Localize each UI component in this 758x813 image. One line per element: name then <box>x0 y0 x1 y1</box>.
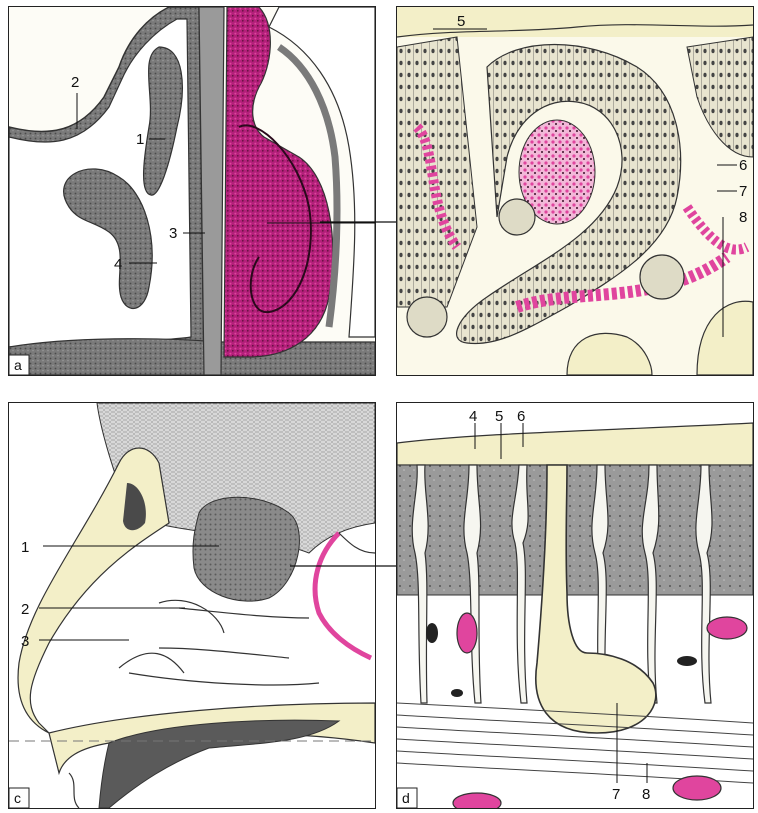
label-b-7: 7 <box>739 183 747 200</box>
olfactory-bulb <box>193 497 299 601</box>
label-d-7: 7 <box>612 786 620 803</box>
panel-c-drawing: 1 2 3 c <box>9 403 375 808</box>
stained-mucosa-posterior <box>315 533 371 658</box>
label-d-8: 8 <box>642 786 650 803</box>
label-b-8: 8 <box>739 209 747 226</box>
panel-c-sagittal-section: 1 2 3 c <box>8 402 376 809</box>
nasal-bone <box>18 448 169 733</box>
panel-letter-c: c <box>14 790 21 806</box>
label-c-1: 1 <box>21 539 29 556</box>
panel-letter-d: d <box>402 790 410 806</box>
label-d-6: 6 <box>517 408 525 425</box>
stained-cell-right <box>707 617 747 639</box>
panel-d-olfactory-epithelium: 4 5 6 7 8 d <box>396 402 754 809</box>
label-d-5: 5 <box>495 408 503 425</box>
panel-a-drawing: 2 1 3 4 a <box>9 7 375 375</box>
label-b-5: 5 <box>457 13 465 30</box>
stained-cell-bottom-left <box>453 793 501 808</box>
panel-b-drawing: 5 6 7 8 <box>397 7 753 375</box>
mucus-layer <box>397 423 753 465</box>
stained-cell-bottom-right <box>673 776 721 800</box>
panel-b-mucosa-detail: 5 6 7 8 <box>396 6 754 376</box>
label-a-4: 4 <box>114 256 122 273</box>
label-a-1: 1 <box>136 131 144 148</box>
stained-cell-left <box>457 613 477 653</box>
label-b-6: 6 <box>739 157 747 174</box>
label-a-3: 3 <box>169 225 177 242</box>
label-a-2: 2 <box>71 74 79 91</box>
label-d-4: 4 <box>469 408 477 425</box>
nasal-septum <box>199 7 224 375</box>
panel-a-nasal-section: 2 1 3 4 a <box>8 6 376 376</box>
label-c-3: 3 <box>21 633 29 650</box>
panel-d-drawing: 4 5 6 7 8 d <box>397 403 753 808</box>
panel-letter-a: a <box>14 357 22 373</box>
label-c-2: 2 <box>21 601 29 618</box>
